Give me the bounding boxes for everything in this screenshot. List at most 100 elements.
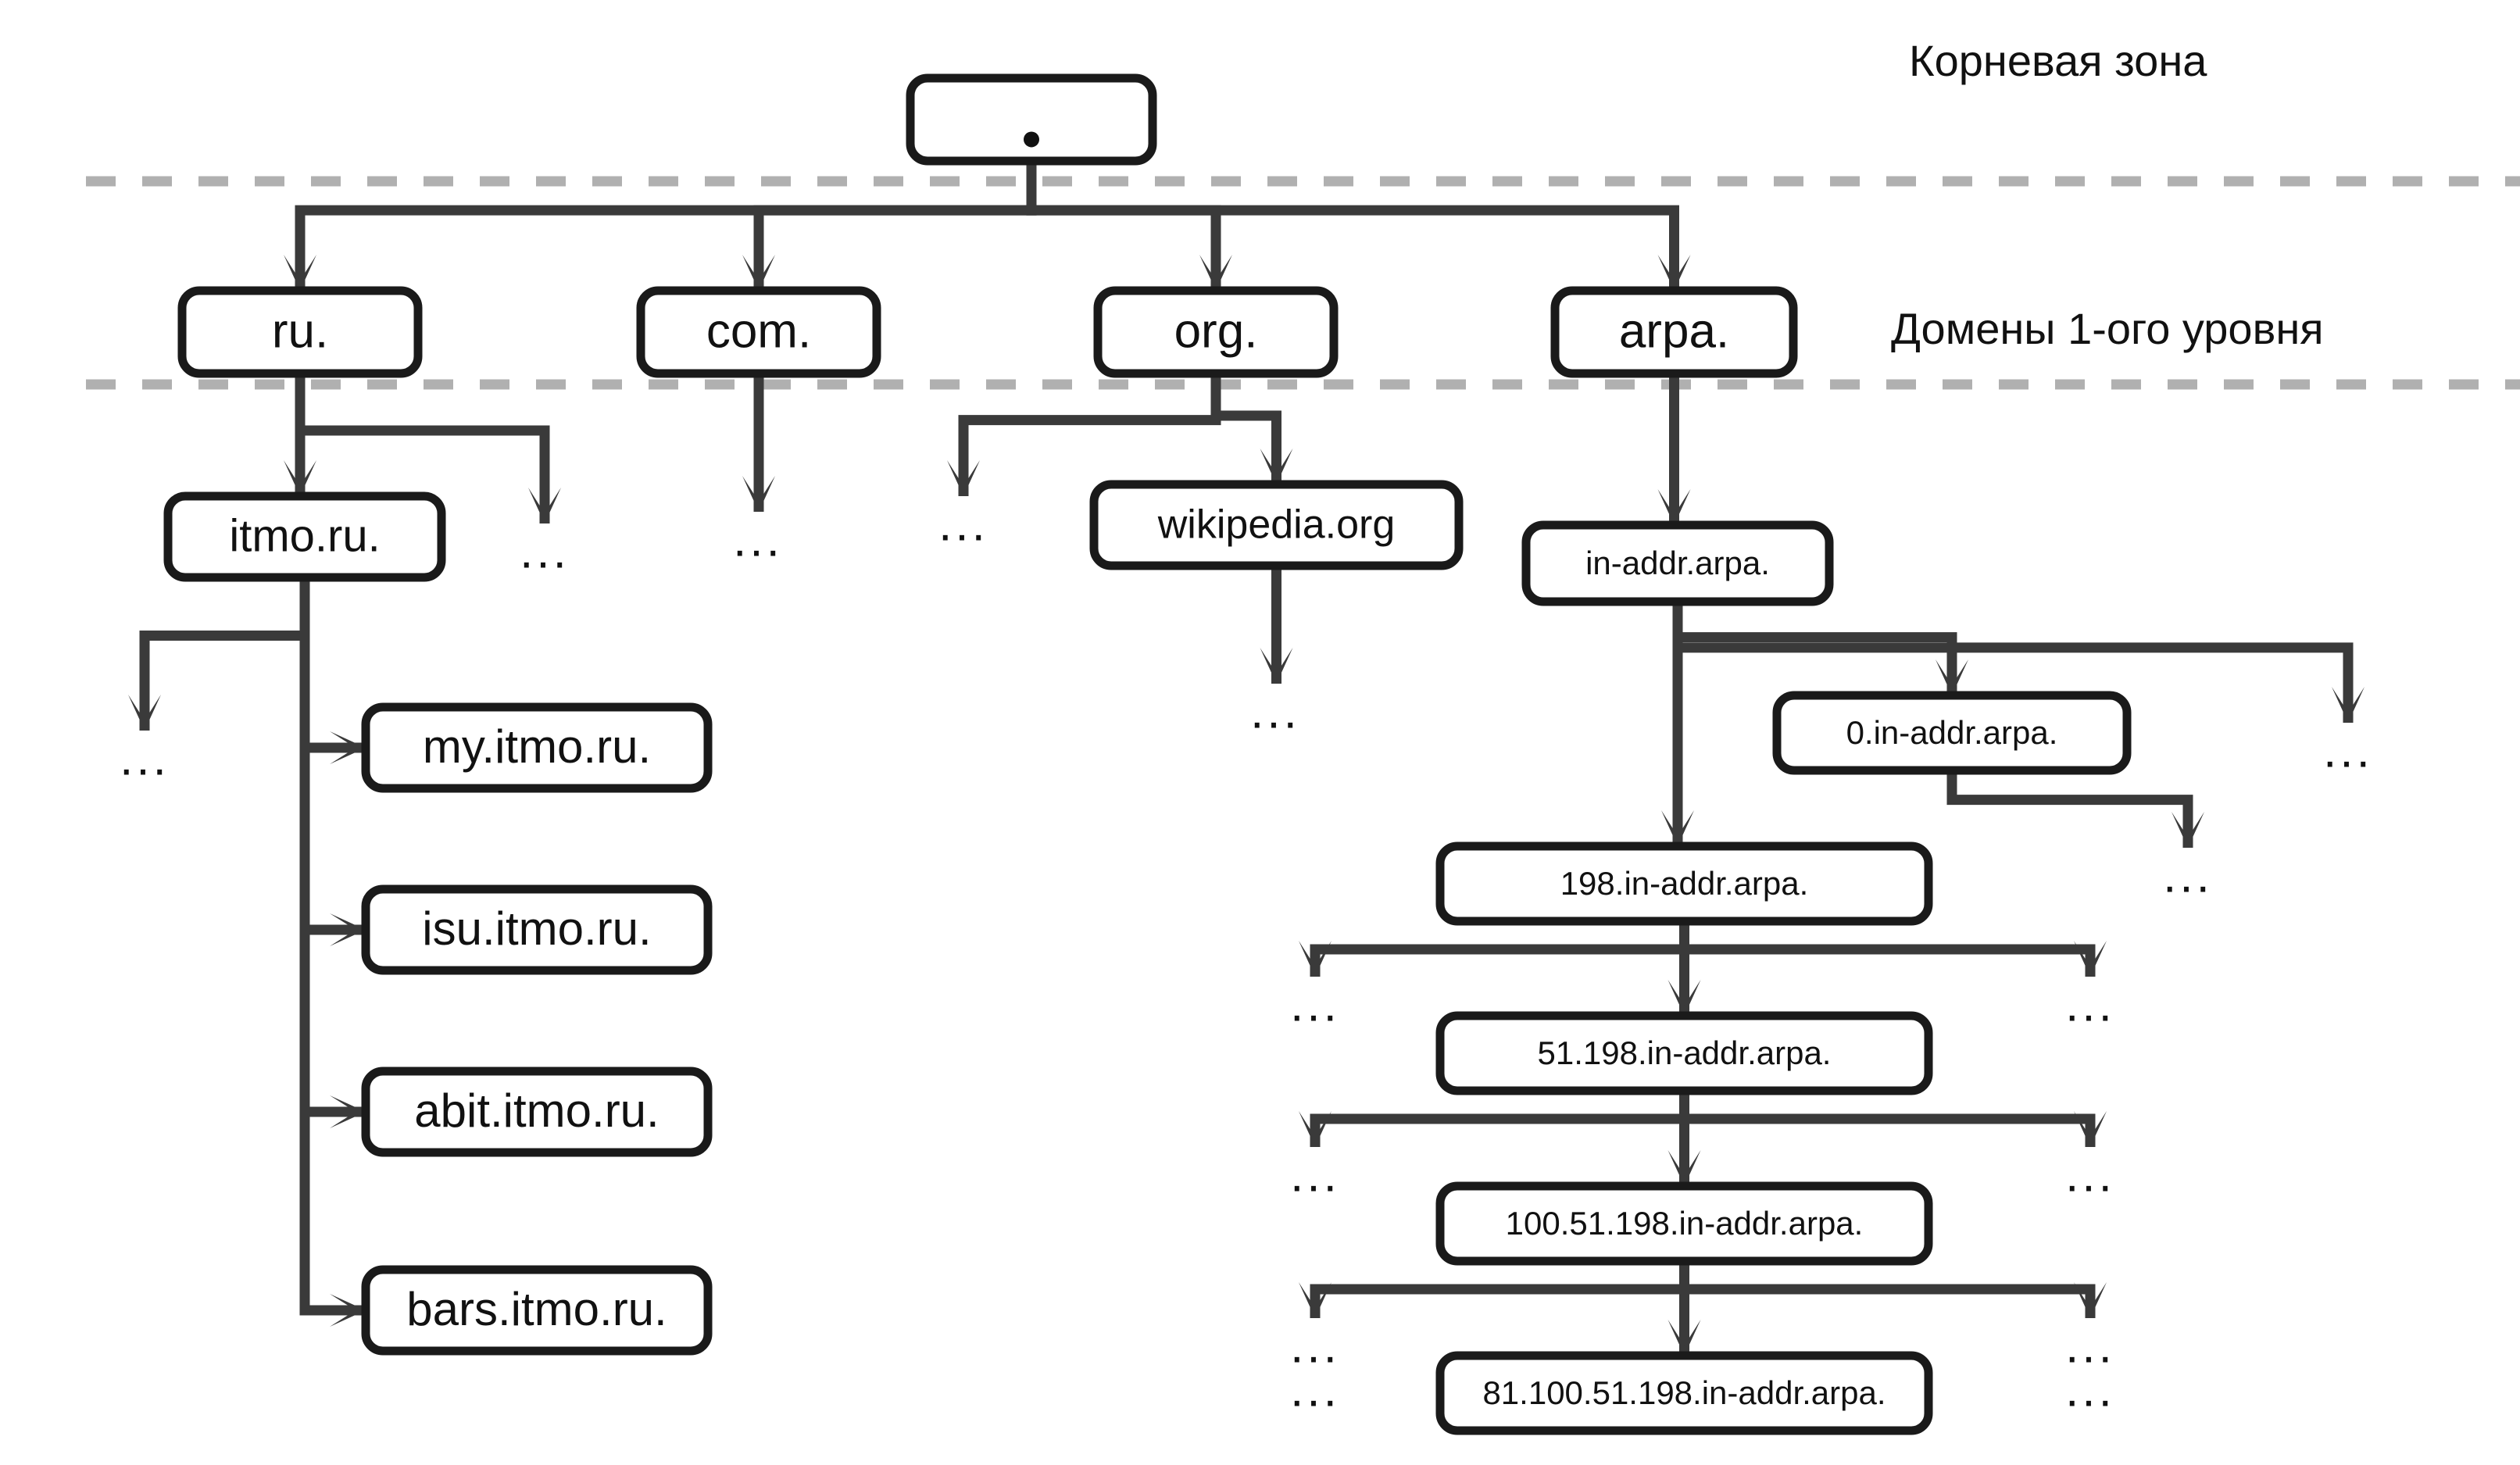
arrowhead-root-to-com xyxy=(742,255,775,291)
arrowhead-root-to-ru xyxy=(284,255,316,291)
zone-label-0: Корневая зона xyxy=(1909,36,2207,85)
node-com[interactable]: com. xyxy=(636,286,881,378)
node-box-itmoru[interactable] xyxy=(163,491,446,582)
node-box-arpa[interactable] xyxy=(1550,286,1798,378)
node-group: ru. com. org. arpa. itmo.ru. wikipedia.org in-… xyxy=(163,73,2132,1435)
node-box-n100[interactable] xyxy=(1435,1181,1933,1266)
arrowhead-com-to-dots xyxy=(742,476,775,512)
edge-itmo-to-bars xyxy=(299,577,366,1316)
node-itmoru[interactable]: itmo.ru. xyxy=(163,491,446,582)
edge-n100-right-dots xyxy=(1679,1261,2096,1318)
arrowhead-inaddr-to-198 xyxy=(1661,810,1694,846)
node-box-barsitmo[interactable] xyxy=(361,1265,713,1356)
arrowhead-n51-to-n100 xyxy=(1667,1150,1701,1186)
arrowhead-inaddr-to-zero xyxy=(1936,659,1968,695)
arrowhead-itmo-to-my xyxy=(330,731,366,764)
ellipsis-e-ru-left: ... xyxy=(120,731,170,785)
ellipsis-e-wiki: ... xyxy=(1250,684,1300,738)
node-box-inaddr[interactable] xyxy=(1521,520,1834,606)
arrowhead-zero-to-dots xyxy=(2171,812,2204,848)
node-box-n51[interactable] xyxy=(1435,1011,1933,1095)
arrowhead-org-to-wiki xyxy=(1260,448,1293,484)
arrowhead-root-to-org xyxy=(1199,255,1232,291)
arrowhead-wiki-to-dots xyxy=(1260,648,1293,684)
edge-ru-to-dots xyxy=(295,373,550,523)
node-n198[interactable]: 198.in-addr.arpa. xyxy=(1435,841,1933,926)
node-n100[interactable]: 100.51.198.in-addr.arpa. xyxy=(1435,1181,1933,1266)
ellipsis-e-198-r: ... xyxy=(2065,977,2115,1031)
ellipsis-e-100-l: ... xyxy=(1290,1319,1340,1373)
node-label-wikipedia: wikipedia.org xyxy=(1157,502,1396,548)
arrowhead-root-to-arpa xyxy=(1657,255,1691,291)
arrowhead-ru-to-dots xyxy=(528,488,561,523)
node-org[interactable]: org. xyxy=(1093,286,1339,378)
node-ru[interactable]: ru. xyxy=(177,286,423,378)
node-label-isuitmo: isu.itmo.ru. xyxy=(422,902,651,955)
edge-itmo-to-isu xyxy=(299,577,366,935)
node-label-n100: 100.51.198.in-addr.arpa. xyxy=(1506,1205,1864,1242)
node-label-arpa: arpa. xyxy=(1619,304,1729,358)
arrowhead-itmo-to-isu xyxy=(330,913,366,946)
node-box-zero[interactable] xyxy=(1772,691,2132,775)
arrowhead-inaddr-to-dots xyxy=(2332,687,2365,723)
arrowhead-itmo-to-dots xyxy=(128,695,161,731)
ellipsis-e-100-r: ... xyxy=(2065,1319,2115,1373)
edge-zero-to-dots xyxy=(1946,770,2193,848)
node-isuitmo[interactable]: isu.itmo.ru. xyxy=(361,884,713,975)
node-box-abititmo[interactable] xyxy=(361,1067,713,1157)
node-box-ru[interactable] xyxy=(177,286,423,378)
node-box-com[interactable] xyxy=(636,286,881,378)
arrowhead-org-to-dots xyxy=(947,460,980,496)
ellipsis-e-zero: ... xyxy=(2163,849,2213,902)
arrowhead-n198-right-dots xyxy=(2074,941,2107,977)
zone-divider-group xyxy=(86,176,2520,390)
node-box-myitmo[interactable] xyxy=(361,702,713,793)
node-zero[interactable]: 0.in-addr.arpa. xyxy=(1772,691,2132,775)
edge-inaddr-to-dots xyxy=(1672,602,2354,723)
node-label-org: org. xyxy=(1174,304,1258,358)
ellipsis-e-ru-right: ... xyxy=(520,524,570,578)
ellipsis-e-org-left: ... xyxy=(938,497,988,551)
node-barsitmo[interactable]: bars.itmo.ru. xyxy=(361,1265,713,1356)
node-myitmo[interactable]: my.itmo.ru. xyxy=(361,702,713,793)
ellipsis-e-81-l: ... xyxy=(1290,1363,1340,1417)
node-n81[interactable]: 81.100.51.198.in-addr.arpa. xyxy=(1435,1351,1933,1435)
edge-org-to-wiki xyxy=(1210,373,1281,484)
node-box-org[interactable] xyxy=(1093,286,1339,378)
arrowhead-n100-left-dots xyxy=(1299,1282,1331,1318)
node-label-ru: ru. xyxy=(272,304,328,358)
node-abititmo[interactable]: abit.itmo.ru. xyxy=(361,1067,713,1157)
arrowhead-n198-left-dots xyxy=(1299,941,1331,977)
node-arpa[interactable]: arpa. xyxy=(1550,286,1798,378)
root-dot-icon xyxy=(1024,131,1039,148)
node-box-root[interactable] xyxy=(906,73,1157,166)
node-label-itmoru: itmo.ru. xyxy=(229,510,380,561)
edge-group xyxy=(128,161,2365,1356)
edge-n198-right-dots xyxy=(1679,921,2096,977)
node-label-abititmo: abit.itmo.ru. xyxy=(414,1084,659,1137)
ellipsis-e-51-l: ... xyxy=(1290,1148,1340,1202)
node-label-inaddr: in-addr.arpa. xyxy=(1585,545,1770,581)
node-box-wikipedia[interactable] xyxy=(1089,480,1464,570)
node-label-myitmo: my.itmo.ru. xyxy=(423,720,651,773)
ellipsis-e-81-r: ... xyxy=(2065,1363,2115,1417)
ellipsis-e-198-l: ... xyxy=(1290,977,1340,1031)
node-inaddr[interactable]: in-addr.arpa. xyxy=(1521,520,1834,606)
node-label-barsitmo: bars.itmo.ru. xyxy=(406,1283,667,1335)
node-label-n51: 51.198.in-addr.arpa. xyxy=(1538,1034,1832,1071)
arrowhead-arpa-to-inaddr xyxy=(1657,489,1691,525)
node-box-n81[interactable] xyxy=(1435,1351,1933,1435)
node-root[interactable] xyxy=(906,73,1157,166)
ellipsis-e-51-r: ... xyxy=(2065,1148,2115,1202)
node-box-n198[interactable] xyxy=(1435,841,1933,926)
node-wikipedia[interactable]: wikipedia.org xyxy=(1089,480,1464,570)
arrowhead-n100-to-n81 xyxy=(1667,1320,1701,1356)
node-label-com: com. xyxy=(706,304,811,358)
node-n51[interactable]: 51.198.in-addr.arpa. xyxy=(1435,1011,1933,1095)
node-label-n198: 198.in-addr.arpa. xyxy=(1560,865,1809,902)
node-box-isuitmo[interactable] xyxy=(361,884,713,975)
arrowhead-n51-right-dots xyxy=(2074,1111,2107,1147)
edge-itmo-to-dots xyxy=(139,577,310,731)
